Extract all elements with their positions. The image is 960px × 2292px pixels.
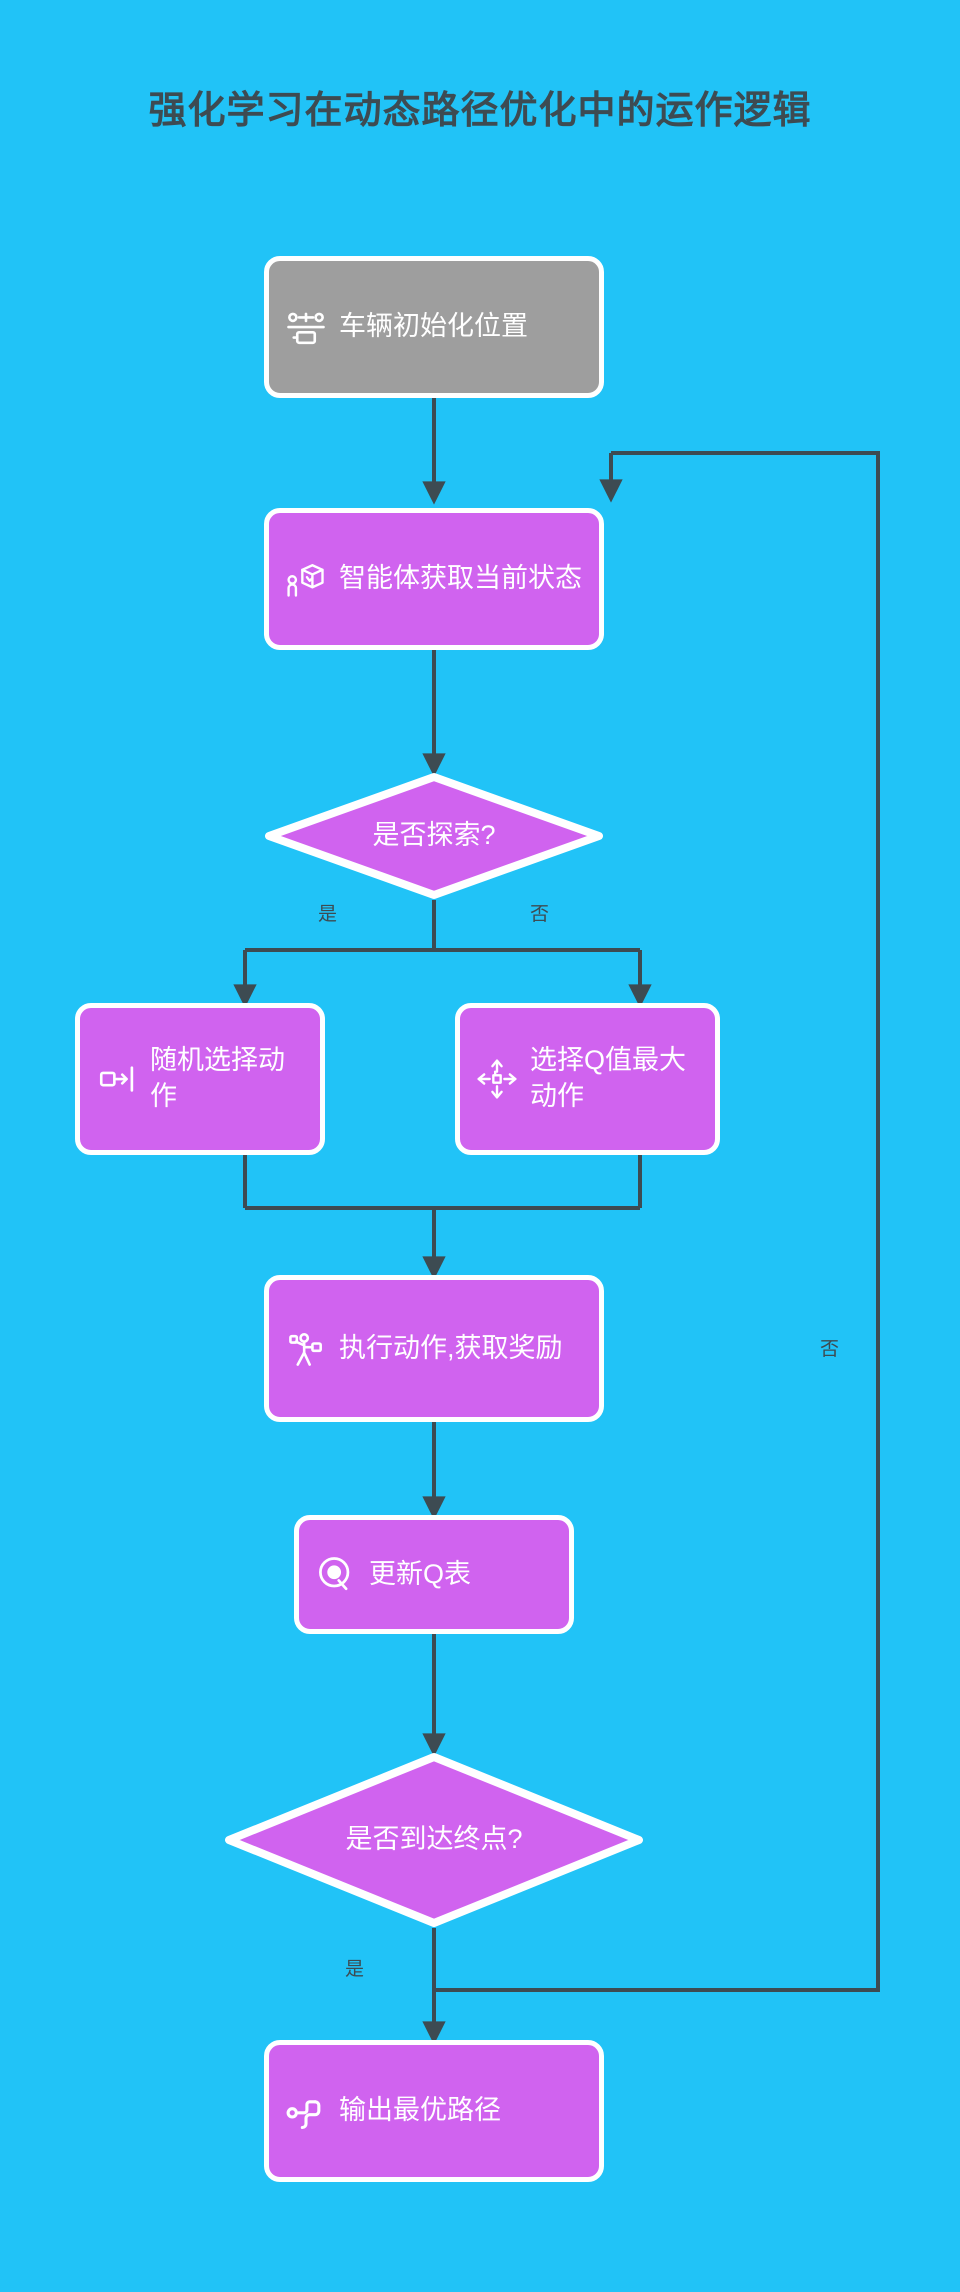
edge-label-terminal-yes: 是 — [345, 1959, 365, 1980]
edge-label-explore-no: 否 — [530, 904, 550, 925]
node-label: 更新Q表 — [369, 1558, 472, 1589]
q-circle-icon — [313, 1552, 359, 1598]
node-label: 智能体获取当前状态 — [339, 563, 582, 594]
diamond-shape — [265, 773, 603, 899]
optimal-route-icon — [283, 2088, 329, 2134]
node-label: 是否到达终点? — [345, 1824, 523, 1855]
edge-label-loop-no: 否 — [820, 1339, 840, 1360]
node-label: 执行动作,获取奖励 — [339, 1332, 563, 1363]
node-label: 输出最优路径 — [339, 2095, 501, 2126]
node-update-qtable[interactable]: 更新Q表 — [294, 1515, 574, 1634]
node-agent-get-state[interactable]: 智能体获取当前状态 — [264, 508, 604, 650]
node-label: 选择Q值最大动作 — [530, 1045, 687, 1111]
node-output-optimal-path[interactable]: 输出最优路径 — [264, 2040, 604, 2182]
node-random-action[interactable]: 随机选择动作 — [75, 1003, 325, 1155]
agent-box-icon — [283, 556, 329, 602]
node-vehicle-init[interactable]: 车辆初始化位置 — [264, 256, 604, 398]
edge-label-explore-yes: 是 — [318, 904, 338, 925]
directional-move-icon — [474, 1056, 520, 1102]
node-decision-explore[interactable]: 是否探索? — [264, 772, 604, 900]
robot-action-icon — [283, 1326, 329, 1372]
page-title: 强化学习在动态路径优化中的运作逻辑 — [148, 90, 812, 132]
node-label: 是否探索? — [372, 820, 496, 851]
node-label: 车辆初始化位置 — [339, 311, 528, 342]
node-decision-terminal[interactable]: 是否到达终点? — [224, 1752, 644, 1928]
random-action-icon — [94, 1056, 140, 1102]
node-execute-action[interactable]: 执行动作,获取奖励 — [264, 1275, 604, 1422]
node-label: 随机选择动作 — [150, 1045, 285, 1111]
vehicle-route-icon — [283, 304, 329, 350]
node-greedy-action[interactable]: 选择Q值最大动作 — [455, 1003, 720, 1155]
diamond-shape — [225, 1753, 643, 1927]
